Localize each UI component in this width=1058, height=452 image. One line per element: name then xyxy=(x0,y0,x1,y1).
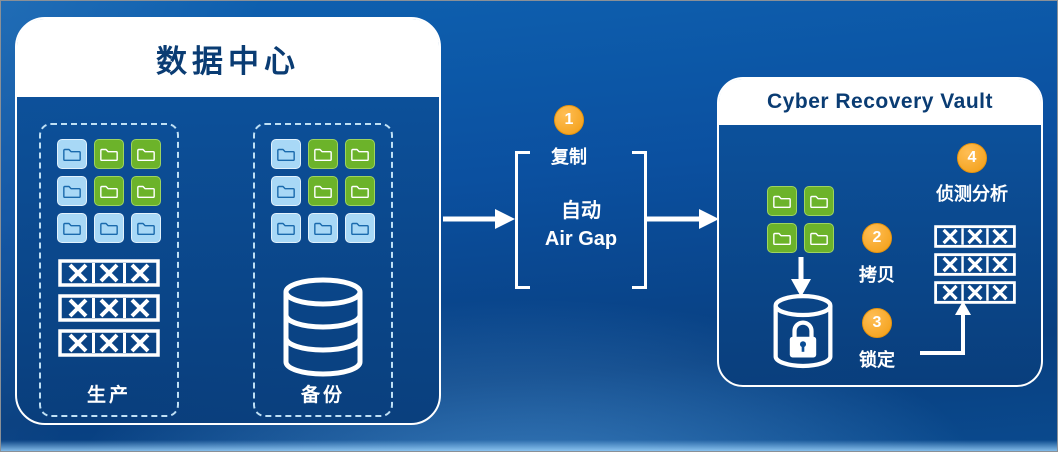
arrow-right-icon xyxy=(647,209,719,229)
production-tape-stack xyxy=(58,259,160,357)
tape-icon xyxy=(58,329,160,357)
tape-icon xyxy=(58,294,160,322)
vault-title: Cyber Recovery Vault xyxy=(719,79,1041,125)
folder-icon xyxy=(131,213,161,243)
tape-icon xyxy=(934,253,1016,276)
airgap-line1: 自动 xyxy=(561,200,601,222)
arrow-right-icon xyxy=(443,209,515,229)
datacenter-title: 数据中心 xyxy=(17,19,439,97)
step-4-label: 侦测分析 xyxy=(936,184,1008,204)
folder-icon xyxy=(57,213,87,243)
step-3-label: 锁定 xyxy=(859,350,895,370)
tape-icon xyxy=(934,281,1016,304)
bracket-right-icon xyxy=(632,151,647,289)
folder-icon xyxy=(345,213,375,243)
folder-icon xyxy=(767,186,797,216)
step-2-badge: 2 xyxy=(862,223,892,253)
folder-icon xyxy=(94,176,124,206)
folder-icon xyxy=(345,176,375,206)
backup-folder-grid xyxy=(271,139,375,243)
backup-group: 备份 xyxy=(253,123,393,417)
database-icon xyxy=(277,277,369,382)
arrow-down-icon xyxy=(791,257,811,297)
step-1-label: 复制 xyxy=(551,147,587,167)
airgap-line2: Air Gap xyxy=(544,228,618,250)
folder-icon xyxy=(308,213,338,243)
step-4-badge: 4 xyxy=(957,143,987,173)
folder-icon xyxy=(271,213,301,243)
folder-icon xyxy=(57,139,87,169)
folder-icon xyxy=(271,176,301,206)
folder-icon xyxy=(131,139,161,169)
production-group: 生产 xyxy=(39,123,179,417)
datacenter-panel: 数据中心 生产 备份 xyxy=(15,17,441,425)
folder-icon xyxy=(804,223,834,253)
folder-icon xyxy=(345,139,375,169)
folder-icon xyxy=(308,176,338,206)
backup-label: 备份 xyxy=(300,385,345,406)
arrow-bent-up-icon xyxy=(920,301,971,355)
folder-icon xyxy=(131,176,161,206)
folder-icon xyxy=(57,176,87,206)
folder-icon xyxy=(804,186,834,216)
folder-icon xyxy=(308,139,338,169)
tape-icon xyxy=(58,259,160,287)
step-3-badge: 3 xyxy=(862,308,892,338)
lock-icon xyxy=(789,320,817,358)
bracket-left-icon xyxy=(515,151,530,289)
production-label: 生产 xyxy=(86,385,131,406)
folder-icon xyxy=(767,223,797,253)
vault-panel: Cyber Recovery Vault 2 拷贝 3 xyxy=(717,77,1043,387)
tape-icon xyxy=(934,225,1016,248)
folder-icon xyxy=(271,139,301,169)
folder-icon xyxy=(94,213,124,243)
vault-folder-grid xyxy=(767,186,834,253)
folder-icon xyxy=(94,139,124,169)
step-2-label: 拷贝 xyxy=(859,265,895,285)
airgap-label: 自动 Air Gap xyxy=(507,197,655,253)
background-bottom-strip xyxy=(1,440,1057,451)
vault-tape-stack xyxy=(934,225,1016,304)
step-1-badge: 1 xyxy=(554,105,584,135)
production-folder-grid xyxy=(57,139,161,243)
locked-database-icon xyxy=(770,293,836,376)
